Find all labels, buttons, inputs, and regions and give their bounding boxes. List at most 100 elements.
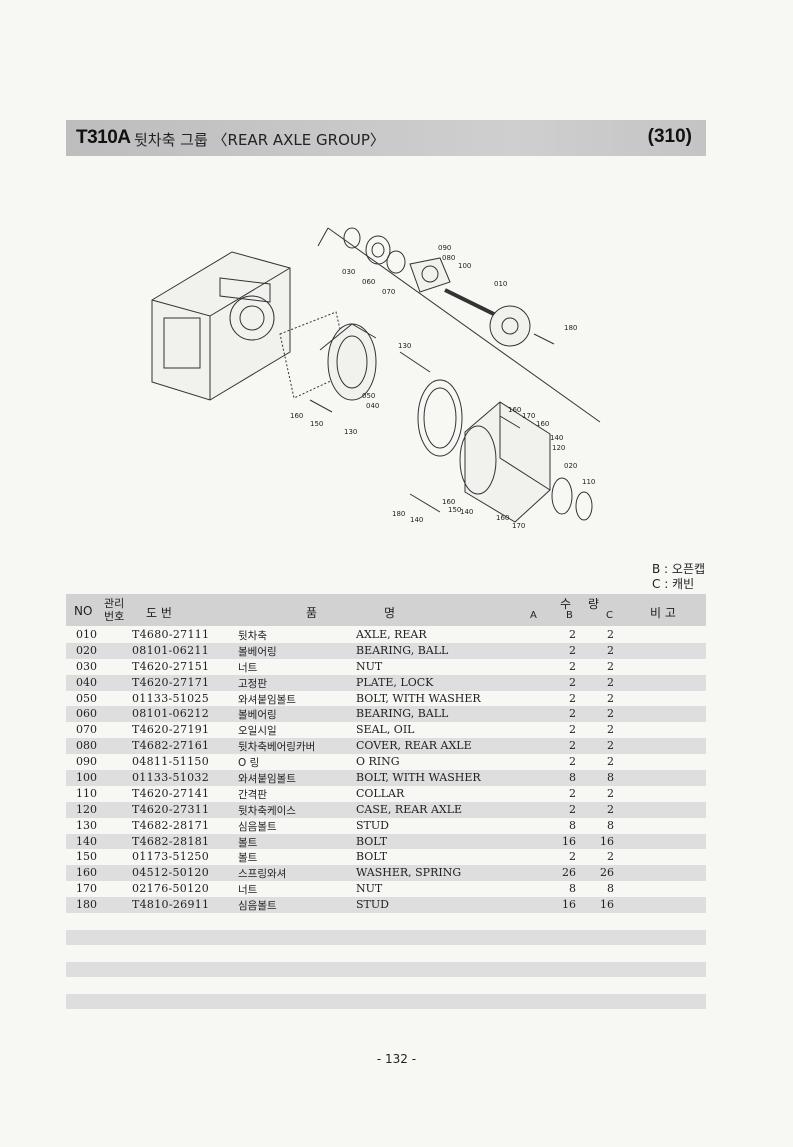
row-name-en: NUT bbox=[356, 659, 383, 673]
row-part-number: 04512-50120 bbox=[132, 866, 210, 880]
empty-row-band bbox=[66, 994, 706, 1009]
row-name-en: STUD bbox=[356, 818, 389, 832]
row-name-kr: 와셔붙임볼트 bbox=[238, 773, 296, 786]
row-qty-b: 2 bbox=[569, 802, 576, 816]
row-qty-c: 16 bbox=[600, 834, 614, 848]
svg-text:120: 120 bbox=[552, 444, 565, 452]
row-qty-c: 26 bbox=[600, 866, 614, 880]
svg-text:130: 130 bbox=[344, 428, 357, 436]
svg-text:100: 100 bbox=[458, 262, 471, 270]
row-name-kr: 볼트 bbox=[238, 852, 258, 865]
row-part-number: 01133-51032 bbox=[132, 771, 210, 785]
row-no: 160 bbox=[76, 866, 97, 880]
row-qty-c: 2 bbox=[607, 643, 614, 657]
row-qty-b: 8 bbox=[569, 771, 576, 785]
row-qty-c: 2 bbox=[607, 850, 614, 864]
svg-text:130: 130 bbox=[398, 342, 411, 350]
row-name-en: BEARING, BALL bbox=[356, 707, 449, 721]
row-qty-c: 2 bbox=[607, 675, 614, 689]
col-mgmt-bottom: 번호 bbox=[104, 610, 125, 623]
row-name-en: PLATE, LOCK bbox=[356, 675, 434, 689]
row-qty-b: 8 bbox=[569, 818, 576, 832]
row-name-kr: 와셔붙임볼트 bbox=[238, 693, 296, 706]
svg-text:160: 160 bbox=[496, 514, 509, 522]
svg-text:160: 160 bbox=[290, 412, 303, 420]
row-name-en: AXLE, REAR bbox=[356, 628, 427, 641]
svg-text:160: 160 bbox=[442, 498, 455, 506]
row-qty-b: 2 bbox=[569, 707, 576, 721]
svg-text:150: 150 bbox=[310, 420, 323, 428]
row-part-number: 04811-51150 bbox=[132, 755, 210, 769]
col-mgmt-top: 관리 bbox=[104, 597, 125, 610]
row-qty-c: 8 bbox=[607, 771, 614, 785]
row-no: 100 bbox=[76, 771, 97, 785]
page-number: - 132 - bbox=[376, 1052, 417, 1066]
column-legend: B : 오픈캡 C : 캐빈 bbox=[652, 562, 705, 592]
row-part-number: 01133-51025 bbox=[132, 691, 210, 705]
group-code: T310A bbox=[76, 127, 131, 148]
title-bar: T310A 뒷차축 그룹 〈REAR AXLE GROUP〉 (310) bbox=[66, 120, 706, 156]
row-no: 120 bbox=[76, 802, 97, 816]
row-qty-b: 8 bbox=[569, 882, 576, 896]
row-part-number: T4620-27141 bbox=[132, 786, 210, 800]
row-part-number: 02176-50120 bbox=[132, 882, 210, 896]
row-name-en: BOLT bbox=[356, 834, 388, 848]
row-qty-c: 16 bbox=[600, 898, 614, 912]
row-name-kr: O 링 bbox=[238, 757, 260, 770]
row-qty-c: 2 bbox=[607, 691, 614, 705]
svg-text:030: 030 bbox=[342, 268, 355, 276]
row-qty-c: 2 bbox=[607, 628, 614, 641]
row-name-kr: 스프링와셔 bbox=[238, 868, 287, 881]
row-name-kr: 너트 bbox=[238, 661, 258, 674]
svg-text:090: 090 bbox=[438, 244, 451, 252]
row-part-number: 08101-06211 bbox=[132, 643, 210, 657]
row-qty-b: 2 bbox=[569, 723, 576, 737]
legend-b: B : 오픈캡 bbox=[652, 562, 706, 576]
svg-text:140: 140 bbox=[460, 508, 473, 516]
table-row: 160 04512-50120 스프링와셔 WASHER, SPRING 26 26 bbox=[66, 865, 706, 882]
row-qty-b: 2 bbox=[569, 628, 576, 641]
svg-text:140: 140 bbox=[410, 516, 423, 524]
parts-table-header: NO 관리 번호 도 번 품 명 수 량 A B C 비 고 bbox=[66, 594, 706, 626]
row-qty-b: 16 bbox=[562, 834, 576, 848]
row-name-kr: 간격판 bbox=[238, 788, 267, 801]
svg-text:020: 020 bbox=[564, 462, 577, 470]
row-part-number: T4682-28171 bbox=[132, 818, 210, 832]
row-name-kr: 볼베어링 bbox=[238, 645, 277, 658]
row-part-number: T4810-26911 bbox=[132, 898, 210, 912]
svg-text:010: 010 bbox=[494, 280, 507, 288]
row-no: 170 bbox=[76, 882, 97, 896]
svg-text:110: 110 bbox=[582, 478, 595, 486]
col-qty-1: 수 bbox=[560, 597, 572, 611]
col-a: A bbox=[530, 610, 537, 621]
row-qty-c: 8 bbox=[607, 882, 614, 896]
col-part-number: 도 번 bbox=[146, 606, 172, 620]
row-name-kr: 볼트 bbox=[238, 836, 258, 849]
row-name-en: O RING bbox=[356, 755, 400, 769]
row-no: 030 bbox=[76, 659, 97, 673]
row-qty-b: 26 bbox=[562, 866, 576, 880]
col-name-1: 품 bbox=[306, 606, 318, 620]
row-qty-b: 2 bbox=[569, 850, 576, 864]
row-no: 040 bbox=[76, 675, 97, 689]
row-qty-c: 2 bbox=[607, 659, 614, 673]
row-part-number: T4680-27111 bbox=[132, 628, 210, 641]
row-name-en: WASHER, SPRING bbox=[356, 866, 462, 880]
row-name-kr: 너트 bbox=[238, 884, 258, 897]
row-name-en: BOLT, WITH WASHER bbox=[356, 691, 481, 705]
svg-text:180: 180 bbox=[564, 324, 577, 332]
row-name-en: CASE, REAR AXLE bbox=[356, 802, 463, 816]
row-part-number: T4620-27151 bbox=[132, 659, 210, 673]
group-title: 뒷차축 그룹 〈REAR AXLE GROUP〉 bbox=[134, 131, 385, 149]
svg-text:040: 040 bbox=[366, 402, 379, 410]
exploded-parts-diagram: 090 080 100 030 060 070 010 180 130 050 … bbox=[151, 227, 601, 530]
row-qty-c: 2 bbox=[607, 739, 614, 753]
row-name-en: COVER, REAR AXLE bbox=[356, 739, 472, 753]
